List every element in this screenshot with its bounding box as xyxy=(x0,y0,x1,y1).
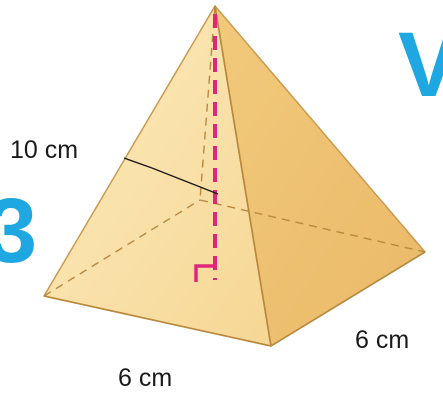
side-base-edge xyxy=(270,251,426,347)
slant-height-label: 10 cm xyxy=(10,136,78,164)
right-partial-character: V xyxy=(398,14,443,116)
front-base-edge xyxy=(43,295,272,347)
front-lateral-edge xyxy=(214,5,272,347)
side-base-label: 6 cm xyxy=(355,326,409,354)
hidden-base-edge-back-right xyxy=(199,199,426,253)
right-angle-marker xyxy=(194,264,215,282)
front-base-label: 6 cm xyxy=(118,364,172,392)
slant-height-leader xyxy=(123,157,219,195)
left-partial-character: 3 xyxy=(0,180,37,282)
hidden-lateral-edge xyxy=(199,5,216,201)
hidden-base-edge-back-left xyxy=(43,199,201,297)
